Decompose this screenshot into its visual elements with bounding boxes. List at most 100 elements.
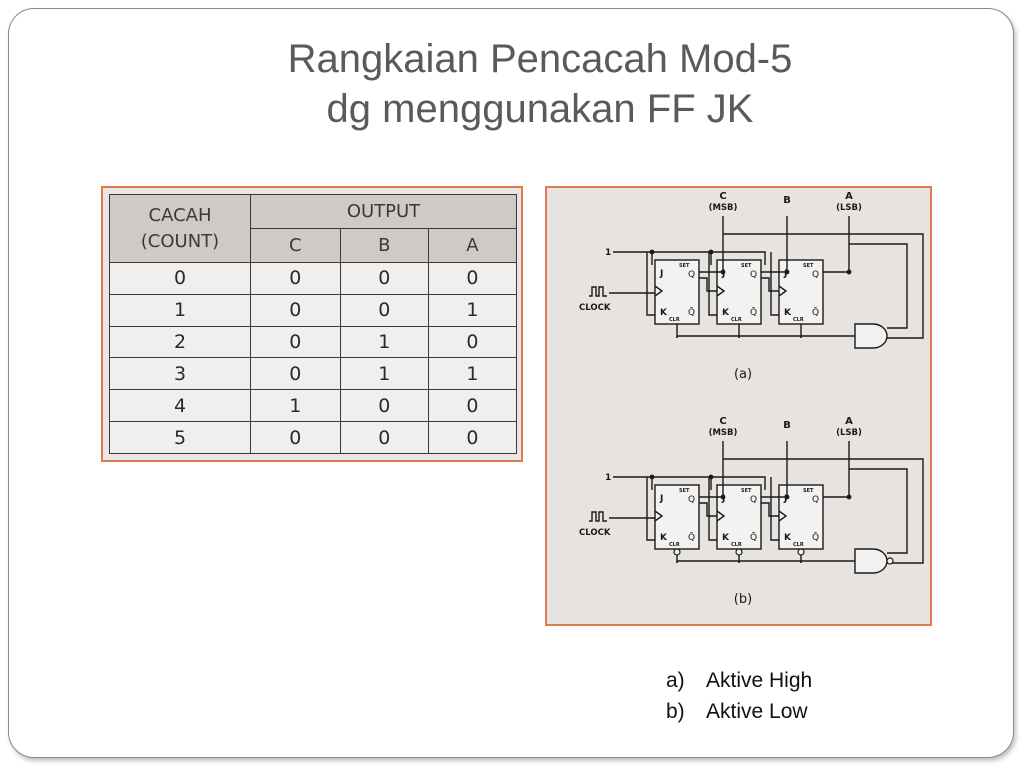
junction-dot — [784, 269, 790, 275]
flip-flop-1 — [654, 259, 700, 325]
ff-k-label: K — [722, 533, 730, 543]
wire-k — [708, 252, 717, 316]
circuit-diagram: C(MSB)BA(LSB)1CLOCKJKSETCLRQQ̄JKSETCLRQQ… — [579, 191, 924, 607]
ff-clock-triangle — [654, 510, 664, 522]
junction-dot — [846, 269, 852, 275]
wire-chain — [761, 502, 779, 517]
ff-qbar-label: Q̄ — [812, 531, 819, 543]
cell-c: 0 — [250, 262, 341, 295]
header-col-a: A — [427, 228, 518, 263]
cell-c: 0 — [250, 357, 341, 391]
ff-q-label: Q — [812, 495, 819, 505]
wire-k — [770, 252, 779, 316]
cell-count: 1 — [109, 293, 251, 327]
ff-clock-triangle — [716, 510, 726, 522]
cell-a: 0 — [427, 389, 518, 423]
ff-clr-label: CLR — [669, 542, 680, 548]
ff-clr-label: CLR — [793, 542, 804, 548]
ff-k-label: K — [784, 533, 792, 543]
inverter-bubble — [673, 548, 681, 556]
cell-count: 3 — [109, 357, 251, 391]
and-gate — [854, 323, 888, 349]
junction-dot — [708, 249, 714, 255]
ff-q-label: Q — [688, 270, 695, 280]
header-count: CACAH (COUNT) — [109, 194, 251, 263]
header-output: OUTPUT — [250, 194, 517, 229]
label-b: B — [783, 195, 791, 206]
cell-c: 0 — [250, 421, 341, 454]
wire-feedback — [723, 233, 924, 339]
title-line-1: Rangkaian Pencacah Mod-5 — [287, 37, 793, 81]
cell-c: 0 — [250, 293, 341, 327]
ff-j-label: J — [783, 494, 787, 504]
input-one-label: 1 — [605, 473, 611, 483]
cell-b: 0 — [339, 262, 429, 295]
label-b: B — [783, 420, 791, 431]
ff-clock-triangle — [716, 285, 726, 297]
junction-dot — [784, 494, 790, 500]
ff-set-label: SET — [679, 263, 690, 269]
ff-k-label: K — [660, 533, 668, 543]
ff-q-label: Q — [688, 495, 695, 505]
wire-k — [646, 252, 655, 316]
ff-k-label: K — [722, 308, 730, 318]
table-row: 2 0 1 0 — [109, 325, 518, 359]
wire-input-one — [711, 251, 766, 265]
ff-clr-label: CLR — [731, 542, 742, 548]
junction-dot — [720, 269, 726, 275]
count-table: CACAH (COUNT) OUTPUT C B A 0 0 0 0 1 0 0… — [109, 194, 518, 454]
cell-count: 5 — [109, 421, 251, 454]
clock-label: CLOCK — [579, 303, 611, 313]
ff-clr-label: CLR — [731, 317, 742, 323]
cell-b: 0 — [339, 293, 429, 327]
wire-chain — [699, 277, 717, 292]
label-c: C — [719, 416, 726, 427]
legend-marker-a: a) — [666, 669, 685, 692]
clock-label: CLOCK — [579, 528, 611, 538]
ff-clock-triangle — [778, 285, 788, 297]
legend-text-a: Aktive High — [706, 669, 813, 692]
header-count-line-1: CACAH — [148, 204, 212, 226]
wire-chain — [699, 502, 717, 517]
cell-b: 1 — [339, 325, 429, 359]
cell-a: 0 — [427, 421, 518, 454]
count-table-image: CACAH (COUNT) OUTPUT C B A 0 0 0 0 1 0 0… — [101, 186, 523, 462]
ff-set-label: SET — [679, 488, 690, 494]
ff-qbar-label: Q̄ — [688, 306, 695, 318]
wire-k — [708, 477, 717, 541]
label-c: C — [719, 191, 726, 202]
label-lsb: (LSB) — [836, 428, 862, 438]
ff-qbar-label: Q̄ — [688, 531, 695, 543]
header-col-c: C — [250, 228, 341, 263]
wire-input-one — [613, 476, 653, 490]
table-row: 3 0 1 1 — [109, 357, 518, 391]
ff-q-label: Q — [750, 495, 757, 505]
legend-item-b: b)Aktive Low — [666, 696, 812, 727]
circuit-diagram-image: C(MSB)BA(LSB)1CLOCKJKSETCLRQQ̄JKSETCLRQQ… — [545, 186, 932, 626]
ff-set-label: SET — [803, 488, 814, 494]
input-one-label: 1 — [605, 248, 611, 258]
ff-clr-label: CLR — [793, 317, 804, 323]
inverter-bubble — [886, 557, 894, 565]
cell-count: 4 — [109, 389, 251, 423]
label-msb: (MSB) — [709, 203, 738, 213]
ff-set-label: SET — [741, 263, 752, 269]
ff-clock-triangle — [778, 510, 788, 522]
wire-out-a — [823, 216, 850, 273]
ff-j-label: J — [783, 269, 787, 279]
ff-j-label: J — [659, 269, 663, 279]
header-count-line-2: (COUNT) — [140, 230, 220, 252]
ff-q-label: Q — [812, 270, 819, 280]
ff-k-label: K — [660, 308, 668, 318]
circuit-caption-b: (b) — [734, 592, 752, 607]
ff-j-label: J — [659, 494, 663, 504]
table-row: 0 0 0 0 — [109, 262, 518, 295]
circuit-caption-a: (a) — [734, 367, 752, 382]
ff-set-label: SET — [803, 263, 814, 269]
cell-b: 0 — [339, 421, 429, 454]
table-row: 4 1 0 0 — [109, 389, 518, 423]
clock-symbol — [589, 511, 607, 522]
junction-dot — [708, 474, 714, 480]
inverter-bubble — [735, 548, 743, 556]
cell-count: 0 — [109, 262, 251, 295]
